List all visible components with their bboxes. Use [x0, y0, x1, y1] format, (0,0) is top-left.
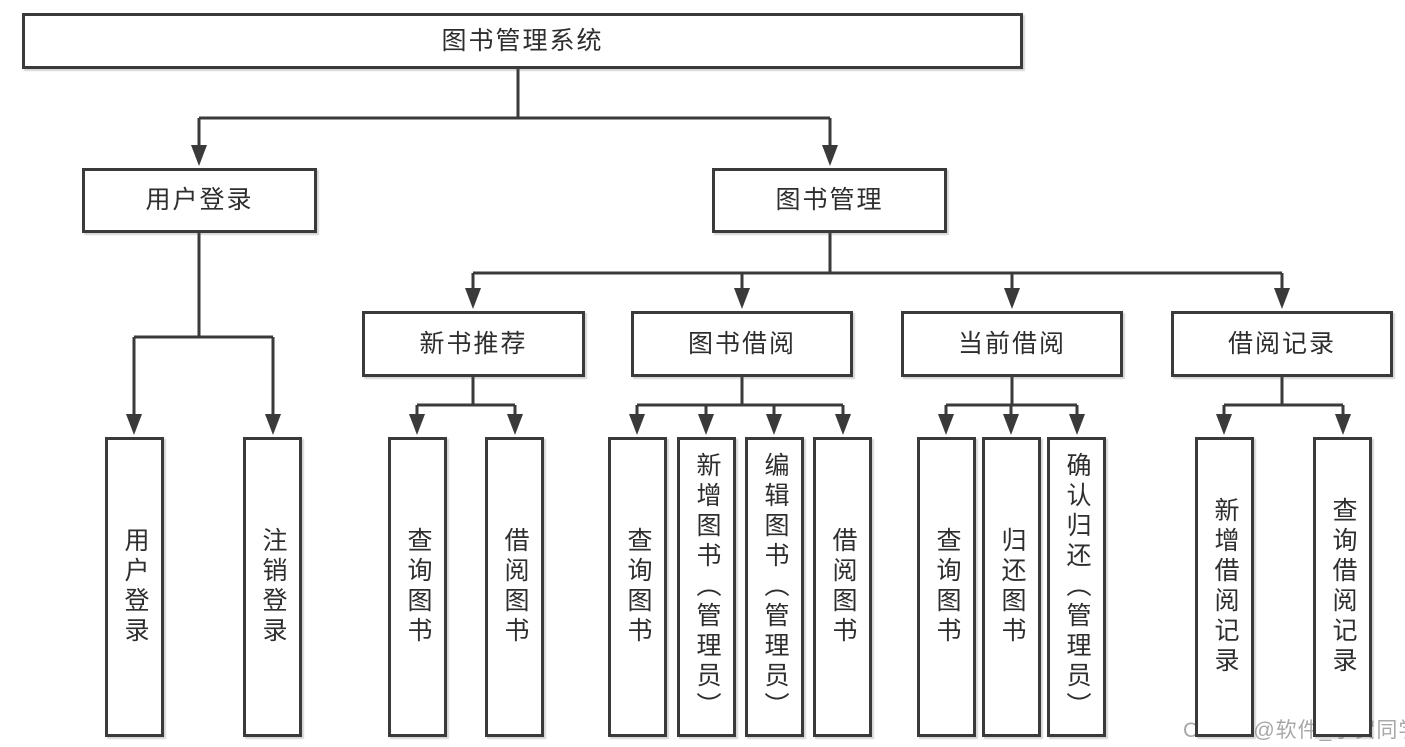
- node-label-borrow-books-borrowing: 借阅图书: [829, 527, 857, 647]
- node-label-query-books-borrowing: 查询图书: [624, 527, 652, 647]
- node-new-book-recommendation: 新书推荐: [362, 311, 585, 377]
- node-label-borrow-books-recommend: 借阅图书: [501, 527, 529, 647]
- node-label-add-borrowing-record: 新增借阅记录: [1211, 497, 1239, 677]
- node-borrow-books-recommend: 借阅图书: [485, 437, 544, 737]
- node-borrow-books-borrowing: 借阅图书: [813, 437, 872, 737]
- node-label-user-login: 用户登录: [145, 186, 254, 214]
- node-user-login: 用户登录: [82, 168, 317, 233]
- node-edit-book-admin: 编辑图书（管理员）: [745, 437, 804, 737]
- arrowhead-icon: [1003, 414, 1019, 435]
- arrowhead-icon: [1216, 414, 1232, 435]
- arrowhead-icon: [835, 414, 851, 435]
- arrowhead-icon: [1069, 414, 1085, 435]
- node-label-book-management: 图书管理: [775, 186, 884, 214]
- node-book-borrowing: 图书借阅: [631, 311, 853, 377]
- node-user-login-action: 用户登录: [105, 437, 164, 737]
- arrowhead-icon: [629, 414, 645, 435]
- node-label-query-books-current: 查询图书: [933, 527, 961, 647]
- node-label-book-borrowing: 图书借阅: [687, 329, 796, 358]
- node-query-books-current: 查询图书: [917, 437, 976, 737]
- node-label-logout-action: 注销登录: [259, 527, 287, 647]
- node-label-new-book-recommendation: 新书推荐: [419, 329, 528, 358]
- node-current-borrowing: 当前借阅: [901, 311, 1123, 377]
- node-borrowing-records: 借阅记录: [1171, 311, 1393, 377]
- arrowhead-icon: [1274, 288, 1290, 309]
- arrowhead-icon: [265, 414, 281, 435]
- arrowhead-icon: [507, 414, 523, 435]
- node-add-book-admin: 新增图书（管理员）: [677, 437, 736, 737]
- arrowhead-icon: [766, 414, 782, 435]
- arrowhead-icon: [1335, 414, 1351, 435]
- arrowhead-icon: [126, 414, 142, 435]
- node-add-borrowing-record: 新增借阅记录: [1195, 437, 1254, 737]
- node-book-management: 图书管理: [712, 168, 947, 233]
- node-label-borrowing-records: 借阅记录: [1227, 329, 1336, 358]
- node-label-library-system: 图书管理系统: [441, 26, 604, 55]
- node-label-query-borrowing-record: 查询借阅记录: [1329, 497, 1357, 677]
- arrowhead-icon: [409, 414, 425, 435]
- node-label-return-books: 归还图书: [998, 527, 1026, 647]
- node-library-system: 图书管理系统: [22, 13, 1023, 69]
- node-return-books: 归还图书: [982, 437, 1041, 737]
- arrowhead-icon: [465, 288, 481, 309]
- node-query-books-recommend: 查询图书: [388, 437, 447, 737]
- node-query-borrowing-record: 查询借阅记录: [1313, 437, 1372, 737]
- arrowhead-icon: [1004, 288, 1020, 309]
- node-label-user-login-action: 用户登录: [121, 527, 149, 647]
- node-confirm-return-admin: 确认归还（管理员）: [1047, 437, 1106, 737]
- arrowhead-icon: [734, 288, 750, 309]
- node-label-edit-book-admin: 编辑图书（管理员）: [761, 452, 789, 722]
- node-label-current-borrowing: 当前借阅: [957, 329, 1066, 358]
- node-label-confirm-return-admin: 确认归还（管理员）: [1063, 452, 1091, 722]
- arrowhead-icon: [698, 414, 714, 435]
- node-logout-action: 注销登录: [243, 437, 302, 737]
- arrowhead-icon: [822, 145, 838, 166]
- node-query-books-borrowing: 查询图书: [608, 437, 667, 737]
- arrowhead-icon: [191, 145, 207, 166]
- node-label-query-books-recommend: 查询图书: [404, 527, 432, 647]
- node-label-add-book-admin: 新增图书（管理员）: [693, 452, 721, 722]
- arrowhead-icon: [938, 414, 954, 435]
